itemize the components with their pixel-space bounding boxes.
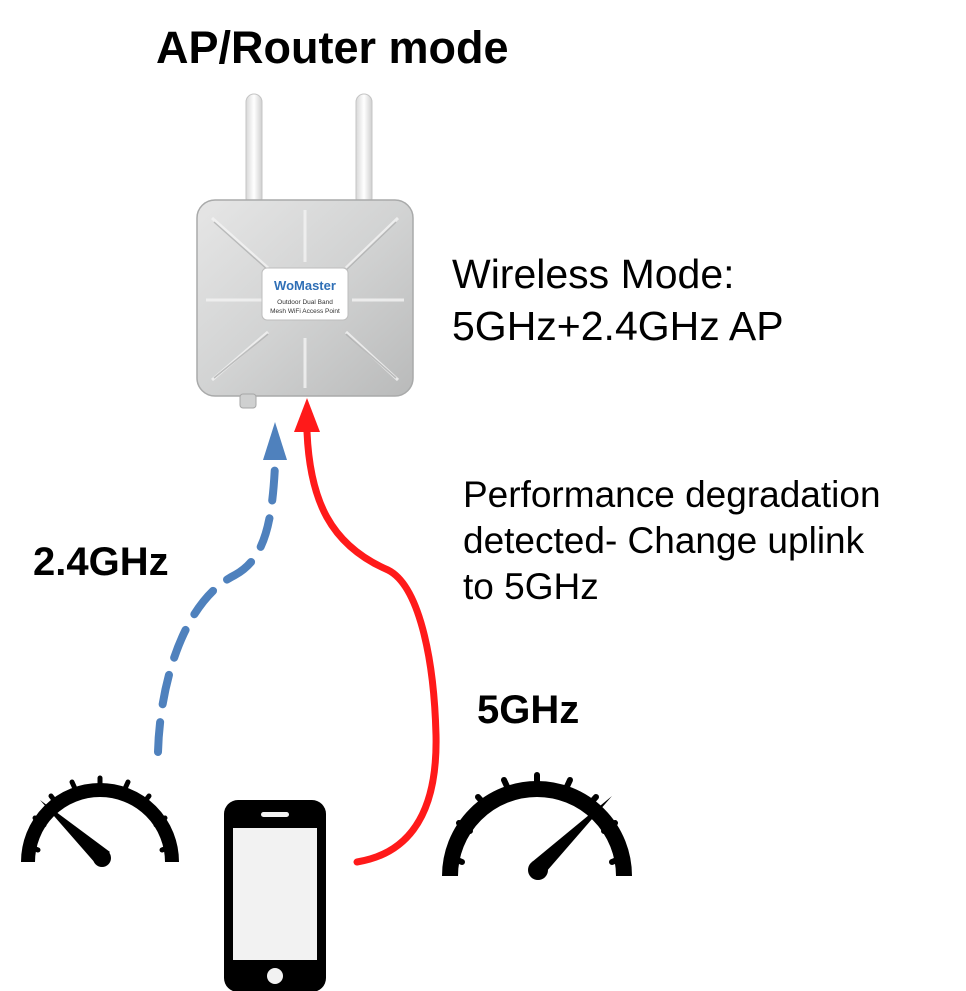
speedometer-low-icon xyxy=(21,775,179,867)
device-label-line1: Outdoor Dual Band xyxy=(277,299,333,306)
performance-note-line3: to 5GHz xyxy=(463,566,599,607)
wireless-mode-text: Wireless Mode: 5GHz+2.4GHz AP xyxy=(452,248,784,352)
band-5-label: 5GHz xyxy=(477,688,580,732)
smartphone-icon xyxy=(224,800,326,991)
device-label-line2: Mesh WiFi Access Point xyxy=(270,308,340,315)
performance-note-line1: Performance degradation xyxy=(463,474,881,515)
wireless-mode-line1: Wireless Mode: xyxy=(452,251,735,297)
arrowhead-24ghz-icon xyxy=(263,422,287,460)
speedometer-high-icon xyxy=(442,772,632,880)
access-point-icon: WoMaster Outdoor Dual Band Mesh WiFi Acc… xyxy=(196,93,414,409)
page-title: AP/Router mode xyxy=(156,22,509,73)
performance-note: Performance degradation detected- Change… xyxy=(463,472,881,610)
performance-note-line2: detected- Change uplink xyxy=(463,520,865,561)
device-brand: WoMaster xyxy=(274,278,336,293)
band-24-label: 2.4GHz xyxy=(33,540,169,584)
link-24ghz xyxy=(154,422,287,756)
link-5ghz xyxy=(294,398,440,866)
wireless-mode-line2: 5GHz+2.4GHz AP xyxy=(452,303,784,349)
arrowhead-5ghz-icon xyxy=(294,398,320,432)
